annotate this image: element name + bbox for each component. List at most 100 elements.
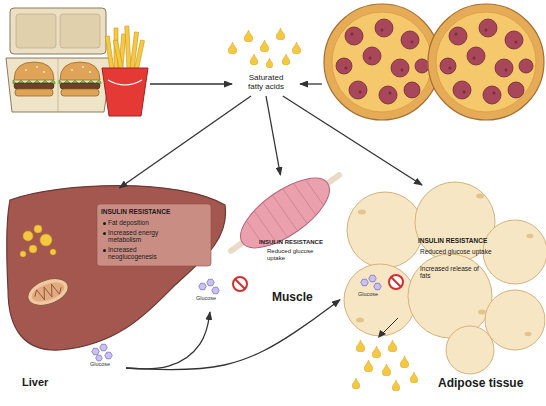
takeout-box: [58, 58, 59, 112]
bullet-text: Increased energy metabolism: [108, 229, 186, 244]
liver-node: INSULIN RESISTANCE Fat depositionIncrease…: [5, 188, 225, 368]
node-title: Saturated fatty acids: [242, 73, 290, 91]
blocked-symbol: [233, 277, 247, 291]
adipose-cells: [525, 332, 532, 336]
french-fries: [102, 26, 148, 116]
effect-text: Reduced glucose uptake: [267, 248, 322, 262]
released-fat: [382, 364, 391, 376]
organ-label: Adipose tissue: [438, 377, 546, 391]
muscle-organ: [254, 211, 276, 242]
takeout-box: [6, 8, 112, 112]
molecule-label: Glucose: [358, 291, 378, 297]
flow-arrow: [126, 300, 340, 370]
burger: [13, 62, 55, 96]
released-fat: [392, 380, 400, 391]
organ-label: Muscle: [272, 291, 332, 305]
flow-arrow: [266, 96, 280, 175]
adipose-cells: [446, 326, 494, 374]
fat-droplet: [244, 30, 253, 42]
french-fries: [102, 68, 148, 116]
fat-droplet: [20, 251, 26, 257]
released-fat: [372, 346, 381, 358]
adipose-cells: [527, 234, 534, 238]
muscle-organ: [218, 157, 351, 269]
mitochondrion: [24, 274, 72, 311]
adipose-cells: [356, 318, 364, 323]
muscle-organ: [306, 180, 323, 205]
released-fat: [378, 330, 386, 338]
food-arrow: [150, 83, 232, 84]
glucose-molecule: [374, 283, 382, 289]
liver-organ: [97, 204, 211, 266]
adipose-cells: [415, 182, 495, 262]
glucose-molecule: [105, 352, 113, 358]
bullet-text: Fat deposition: [108, 219, 186, 226]
blocked-symbol: [235, 279, 245, 289]
adipose-node: INSULIN RESISTANCE Reduced glucose uptake…: [340, 185, 545, 370]
bullet-dot: [103, 249, 106, 252]
takeout-box: [60, 14, 100, 48]
burger: [13, 62, 101, 96]
released-fat: [352, 378, 360, 389]
burger: [59, 62, 101, 96]
fat-droplet: [23, 231, 33, 241]
fat-droplet: [228, 28, 301, 68]
released-fat: [388, 340, 397, 352]
muscle-organ: [294, 184, 316, 215]
released-fat: [364, 360, 373, 372]
fatty-acid-node: Saturated fatty acids: [236, 72, 296, 96]
released-fat: [410, 372, 418, 383]
muscle-organ: [263, 203, 287, 237]
effect-text: Reduced glucose uptake: [420, 248, 492, 255]
muscle-organ: [273, 196, 297, 230]
molecule-label: Glucose: [90, 361, 110, 367]
section-heading: INSULIN RESISTANCE: [101, 208, 211, 215]
adipose-cells: [476, 194, 484, 199]
fat-droplet: [266, 58, 273, 68]
glucose-molecule: [92, 348, 100, 354]
blocked-symbol: [233, 275, 403, 291]
adipose-cells: [344, 264, 416, 336]
adipose-cells: [356, 194, 534, 337]
fat-droplet: [250, 54, 258, 65]
fat-droplet: [50, 249, 56, 255]
organ-label: Liver: [22, 376, 82, 389]
bullet-dot: [103, 232, 106, 235]
flow-arrow: [119, 96, 251, 188]
glucose-molecule: [96, 355, 103, 361]
adipose-cells: [485, 290, 545, 350]
flow-arrow: [283, 96, 422, 185]
mitochondrion: [29, 279, 66, 306]
fat-droplet: [40, 234, 52, 246]
muscle-node: INSULIN RESISTANCEReduced glucose uptake…: [195, 175, 335, 312]
liver-organ: [7, 186, 226, 351]
adipose-cells: [358, 210, 366, 215]
blocked-symbol: [389, 275, 403, 289]
blocked-symbol: [391, 277, 401, 287]
released-fat: [352, 318, 418, 391]
fat-droplet: [20, 225, 56, 257]
section-heading: INSULIN RESISTANCE: [418, 237, 508, 244]
muscle-organ: [283, 189, 307, 223]
fat-droplet: [29, 245, 37, 253]
bullet-dot: [103, 222, 106, 225]
adipose-cells: [408, 254, 492, 338]
fat-droplet: [292, 42, 301, 54]
released-fat: [382, 318, 398, 334]
flow-arrow: [126, 312, 210, 369]
takeout-box: [10, 8, 106, 54]
effect-text: Increased release of fats: [420, 265, 482, 280]
molecule-label: Glucose: [196, 295, 216, 301]
fat-droplet: [228, 42, 237, 54]
takeout-box: [6, 58, 112, 112]
muscle-organ: [230, 165, 340, 261]
fat-droplet: [260, 40, 269, 52]
glucose-molecule: [92, 275, 382, 361]
liver-organ: [7, 186, 226, 351]
adipose-cells: [483, 220, 546, 284]
pizza: [428, 4, 544, 120]
adipose-cells: [344, 182, 546, 374]
food-arrow: [150, 84, 322, 85]
mitochondrion: [24, 274, 72, 311]
adipose-cells: [347, 192, 423, 268]
